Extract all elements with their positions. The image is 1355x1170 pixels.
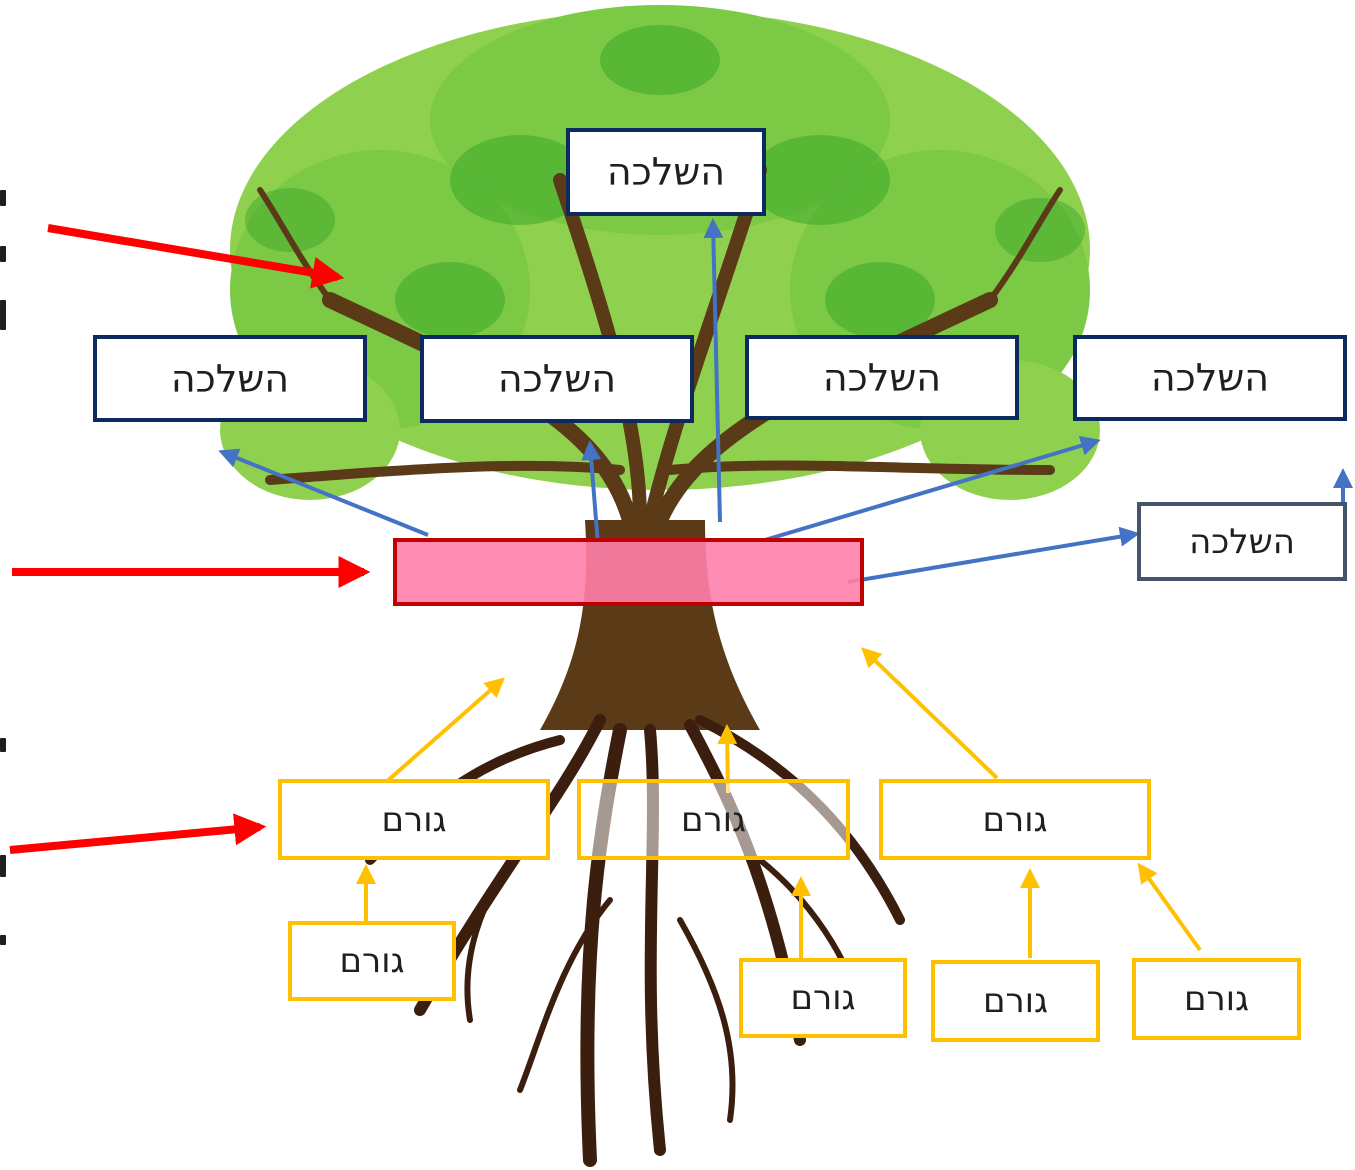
edge-text-fragment (0, 300, 6, 330)
arrow-to-consequence-2 (581, 440, 602, 546)
cause-box-1: גורם (278, 779, 550, 860)
consequence-box-2: השלכה (420, 335, 694, 423)
cause-label: גורם (381, 799, 447, 840)
cause-label: גורם (982, 981, 1049, 1021)
pointer-arrow-consequences (47, 224, 345, 289)
consequence-label: השלכה (170, 356, 290, 401)
consequence-label: השלכה (497, 357, 617, 401)
pointer-arrow-causes (9, 813, 267, 854)
subcause-box-2: גורם (739, 958, 907, 1038)
edge-text-fragment (0, 935, 6, 945)
arrow-cause-1-to-problem (366, 677, 506, 800)
tree-canopy (220, 5, 1100, 500)
cause-box-3: גורם (879, 779, 1151, 860)
cause-label: גורם (1183, 979, 1250, 1019)
cause-label: גורם (680, 799, 747, 840)
consequence-box-top: השלכה (566, 128, 766, 216)
edge-text-fragment (0, 190, 6, 206)
cause-label: גורם (790, 978, 856, 1018)
cause-label: גורם (982, 799, 1048, 840)
arrow-to-consequence-1 (218, 448, 429, 537)
subcause-box-1: גורם (288, 921, 456, 1001)
edge-text-fragment (0, 246, 6, 262)
consequence-label: השלכה (1150, 356, 1270, 400)
consequence-box-1: השלכה (93, 335, 367, 422)
subcause-box-3: גורם (931, 960, 1100, 1042)
pointer-arrows (9, 224, 371, 854)
cause-label: גורם (339, 941, 405, 981)
arrow-to-consequence-top (703, 218, 724, 523)
consequence-box-4: השלכה (1073, 335, 1347, 421)
arrow-to-consequence-4 (764, 435, 1101, 542)
arrow-cause-3-to-problem (861, 647, 999, 780)
consequence-box-side: השלכה (1137, 502, 1347, 581)
consequence-label: השלכה (822, 355, 942, 400)
core-problem-box (393, 538, 864, 606)
consequence-label: השלכה (606, 150, 726, 194)
consequence-label: השלכה (1189, 521, 1295, 562)
arrow-subcause-4 (1137, 862, 1202, 952)
edge-text-fragment (0, 855, 6, 877)
consequence-box-3: השלכה (745, 335, 1019, 420)
arrow-to-consequence-side (847, 526, 1140, 584)
cause-box-2: גורם (577, 779, 850, 860)
subcause-box-4: גורם (1132, 958, 1301, 1040)
edge-text-fragment (0, 738, 6, 752)
